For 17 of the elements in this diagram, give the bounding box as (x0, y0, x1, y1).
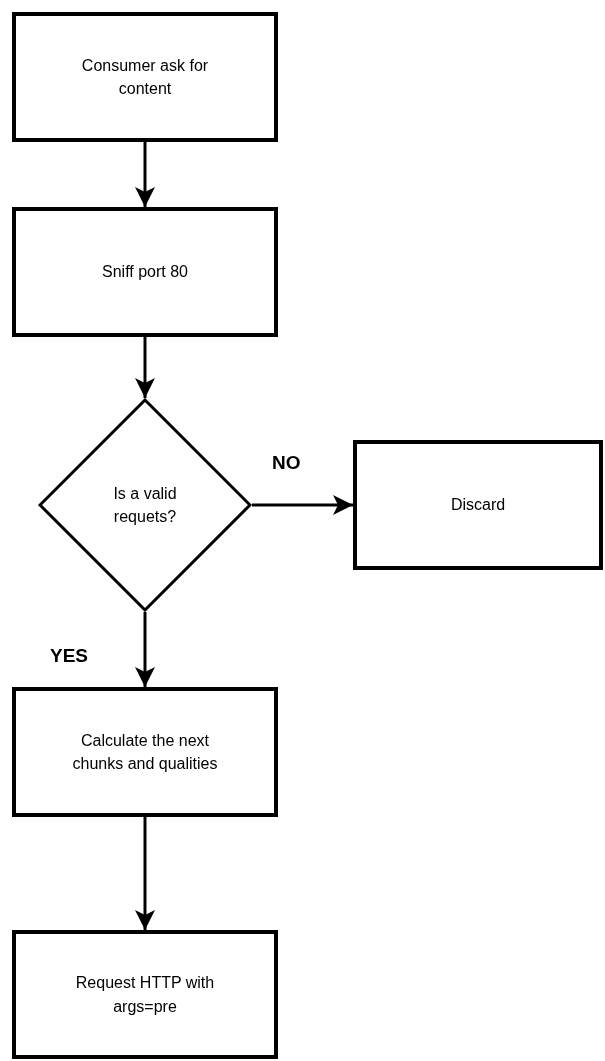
arrow (135, 612, 155, 687)
arrow (135, 142, 155, 207)
node-text: Calculate the next chunks and qualities (71, 730, 219, 774)
arrow (135, 337, 155, 398)
arrow (252, 495, 353, 515)
arrow (135, 817, 155, 930)
node-text: Discard (450, 495, 506, 516)
node-text: Sniff port 80 (102, 262, 188, 283)
node-text: Is a valid requets? (112, 483, 178, 527)
node-text: Consumer ask for content (80, 55, 210, 99)
decision-diamond (38, 398, 252, 612)
process-box (12, 207, 278, 337)
process-box (12, 930, 278, 1059)
process-box (353, 440, 603, 570)
process-box (12, 12, 278, 142)
process-box (12, 687, 278, 817)
node-text: Request HTTP with args=pre (74, 973, 216, 1017)
